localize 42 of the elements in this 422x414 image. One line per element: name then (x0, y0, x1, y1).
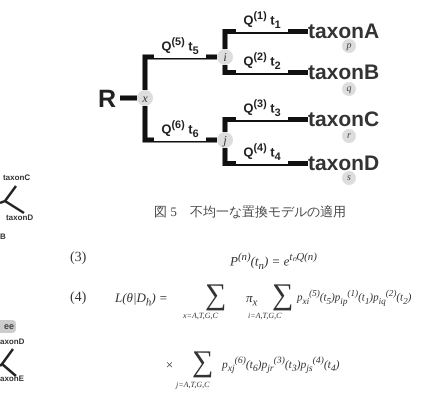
taxon-label: axonD (0, 337, 24, 346)
equation: L(θ|D$_{h}$) = (115, 290, 168, 309)
branch-line (142, 54, 217, 90)
edge-label: Q$^{(6)}$ t$_{6}$ (154, 118, 206, 141)
branch-line (142, 106, 217, 142)
sum-index: j=A,T,G,C (176, 380, 210, 389)
tip-circle: p (342, 39, 356, 53)
sum-sign: ∑ (192, 347, 214, 377)
edge-label: Q$^{(3)}$ t$_{3}$ (236, 97, 288, 120)
sum-sign: ∑ (272, 280, 294, 310)
taxon-label: taxonC (3, 173, 30, 182)
branch-line (222, 29, 308, 49)
taxon-label: axonE (0, 374, 24, 383)
branch-line (222, 65, 308, 75)
equation-number: (4) (70, 290, 86, 306)
edge-label: Q$^{(2)}$ t$_{2}$ (236, 50, 288, 73)
sum-index: i=A,T,G,C (248, 311, 282, 320)
tip-circle: r (342, 129, 356, 143)
equation: × (165, 357, 174, 373)
sum-sign: ∑ (205, 280, 226, 310)
node-circle: j (217, 132, 233, 148)
equation: p$_{xj}$$^{(6)}$(t$_{6}$)p$_{jr}$$^{(3)}$(t$_{3}$)p$_{js}$$^{(4)}$(t$_{4}$) (222, 355, 340, 374)
taxon-label: B (0, 232, 6, 241)
equation: p$_{xi}$$^{(5)}$(t$_{5}$)p$_{ip}$$^{(1)}$(t$_{1}$)p$_{iq}$$^{(2)}$(t$_{2}$) (297, 288, 412, 306)
node-circle: x (137, 90, 153, 106)
caption: 図 5 不均一な置換モデルの適用 (153, 204, 347, 220)
branch-line (120, 96, 137, 100)
branch-line (222, 117, 308, 132)
tag-box: ee (0, 320, 16, 333)
edge-label: Q$^{(4)}$ t$_{4}$ (236, 141, 288, 164)
equation: P$^{(n)}$(t$_{n}$) = e$^{tₙQ(n)}$ (230, 250, 317, 272)
equation: π$_{x}$ (246, 290, 258, 309)
tip-circle: q (342, 82, 356, 96)
branch-line (222, 148, 308, 166)
root-label: R (98, 85, 120, 113)
edge-label: Q$^{(5)}$ t$_{5}$ (154, 35, 206, 58)
taxon-label: taxonD (6, 213, 34, 222)
sum-index: x=A,T,G,C (183, 311, 218, 320)
node-circle: i (217, 49, 233, 65)
edge-label: Q$^{(1)}$ t$_{1}$ (236, 9, 288, 32)
equation-number: (3) (70, 250, 86, 266)
tip-circle: s (342, 171, 356, 185)
